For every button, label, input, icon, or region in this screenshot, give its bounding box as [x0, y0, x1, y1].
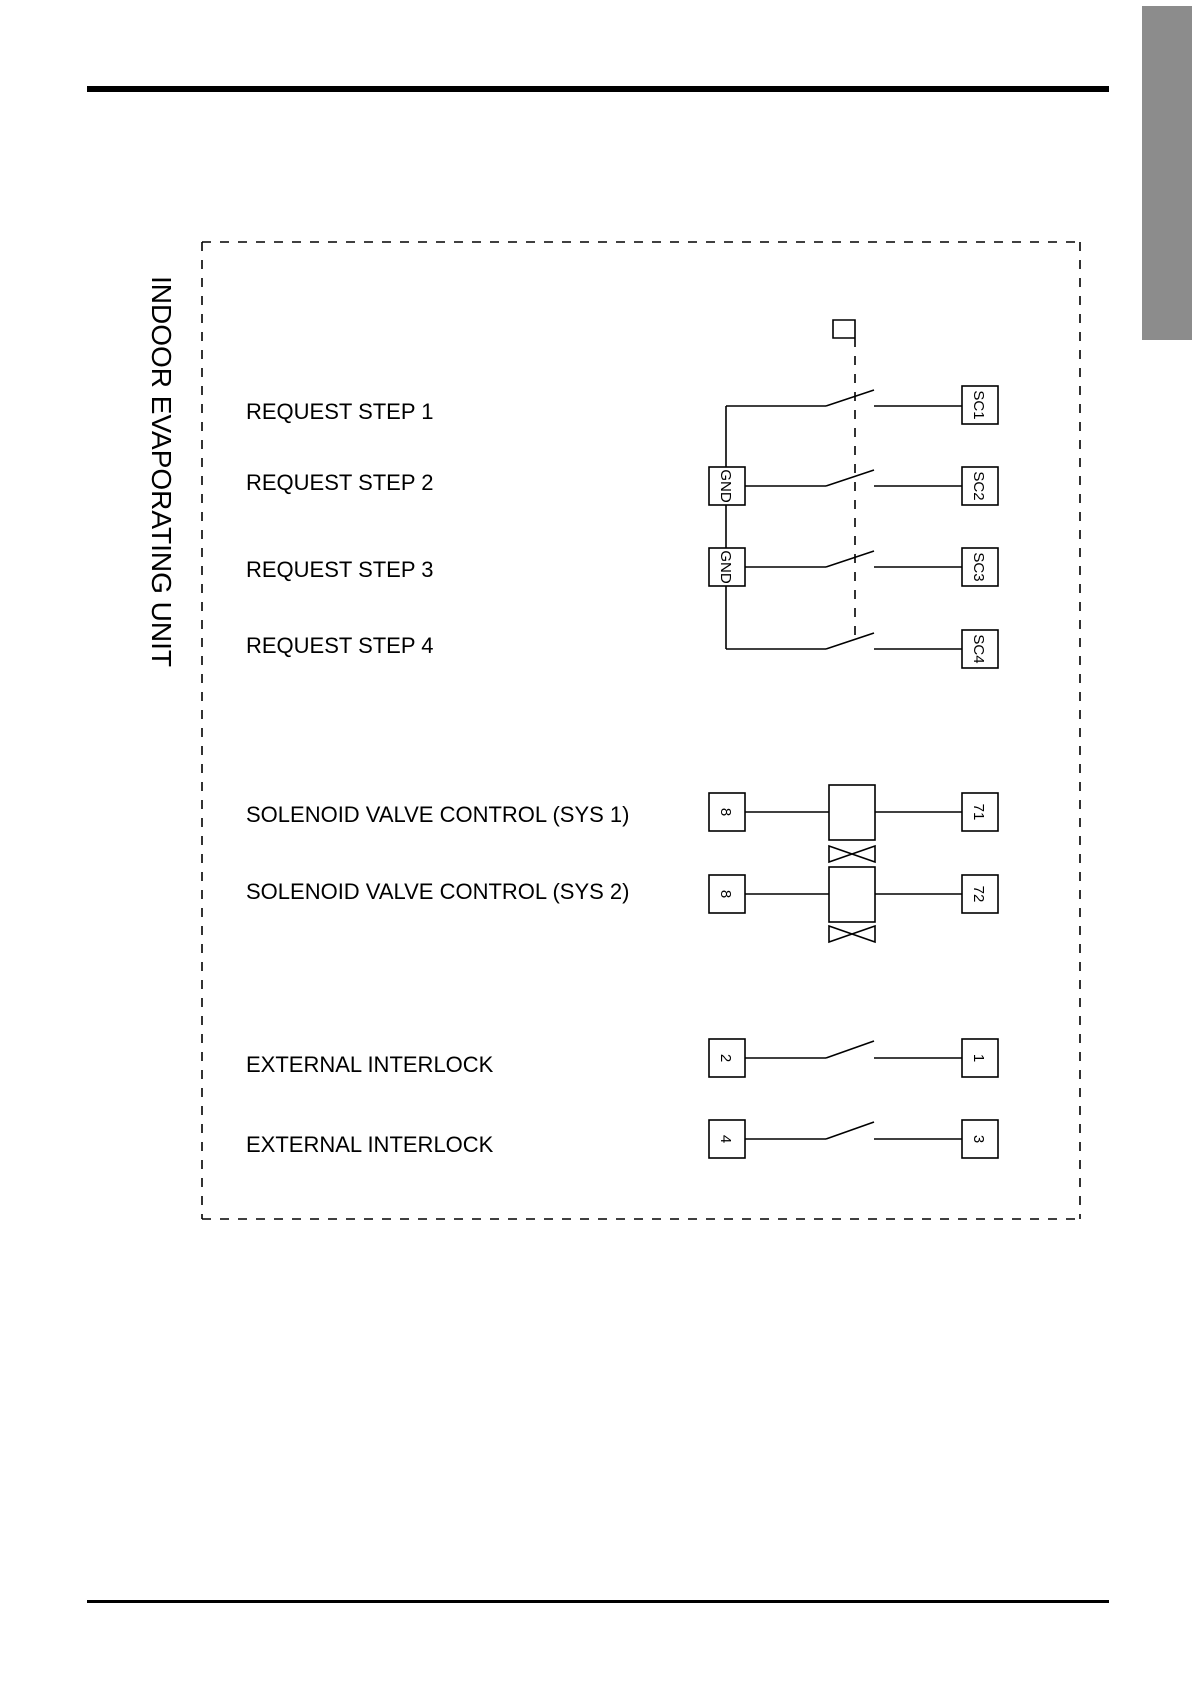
terminal-sv2-left: 8: [709, 875, 745, 913]
terminal-sc1: SC1: [962, 386, 998, 424]
terminal-ext1-right: 1: [962, 1039, 998, 1077]
terminal-sv2-right: 72: [962, 875, 998, 913]
label-request-step-4: REQUEST STEP 4: [246, 633, 433, 658]
svg-text:8: 8: [717, 808, 734, 816]
svg-text:SC3: SC3: [970, 552, 987, 581]
svg-text:71: 71: [970, 804, 987, 821]
bottom-rule: [87, 1600, 1109, 1603]
terminal-ext2-right: 3: [962, 1120, 998, 1158]
terminal-sc4: SC4: [962, 630, 998, 668]
svg-text:GND: GND: [717, 469, 734, 503]
label-request-step-3: REQUEST STEP 3: [246, 557, 433, 582]
svg-text:2: 2: [717, 1054, 734, 1062]
label-solenoid-valve-sys2: SOLENOID VALVE CONTROL (SYS 2): [246, 879, 629, 904]
svg-text:72: 72: [970, 886, 987, 903]
svg-text:SC2: SC2: [970, 471, 987, 500]
terminal-sc2: SC2: [962, 467, 998, 505]
solenoid-valve-sys2: [745, 867, 962, 942]
svg-text:3: 3: [970, 1135, 987, 1143]
label-request-step-1: REQUEST STEP 1: [246, 399, 433, 424]
svg-text:4: 4: [717, 1135, 734, 1143]
svg-text:8: 8: [717, 890, 734, 898]
external-interlock-2: [745, 1122, 962, 1139]
svg-text:SC1: SC1: [970, 390, 987, 419]
label-request-step-2: REQUEST STEP 2: [246, 470, 433, 495]
terminal-ext1-left: 2: [709, 1039, 745, 1077]
terminal-ext2-left: 4: [709, 1120, 745, 1158]
terminal-sv1-right: 71: [962, 793, 998, 831]
svg-text:1: 1: [970, 1054, 987, 1062]
terminal-gnd-a: GND: [709, 467, 745, 505]
request-step-circuit: [726, 320, 962, 649]
svg-text:GND: GND: [717, 550, 734, 584]
label-external-interlock-1: EXTERNAL INTERLOCK: [246, 1052, 494, 1077]
terminal-sc3: SC3: [962, 548, 998, 586]
solenoid-valve-sys1: [745, 785, 962, 862]
label-external-interlock-2: EXTERNAL INTERLOCK: [246, 1132, 494, 1157]
unit-label: INDOOR EVAPORATING UNIT: [146, 276, 177, 667]
terminal-gnd-b: GND: [709, 548, 745, 586]
label-solenoid-valve-sys1: SOLENOID VALVE CONTROL (SYS 1): [246, 802, 629, 827]
svg-text:SC4: SC4: [970, 634, 987, 663]
terminal-sv1-left: 8: [709, 793, 745, 831]
external-interlock-1: [745, 1041, 962, 1058]
